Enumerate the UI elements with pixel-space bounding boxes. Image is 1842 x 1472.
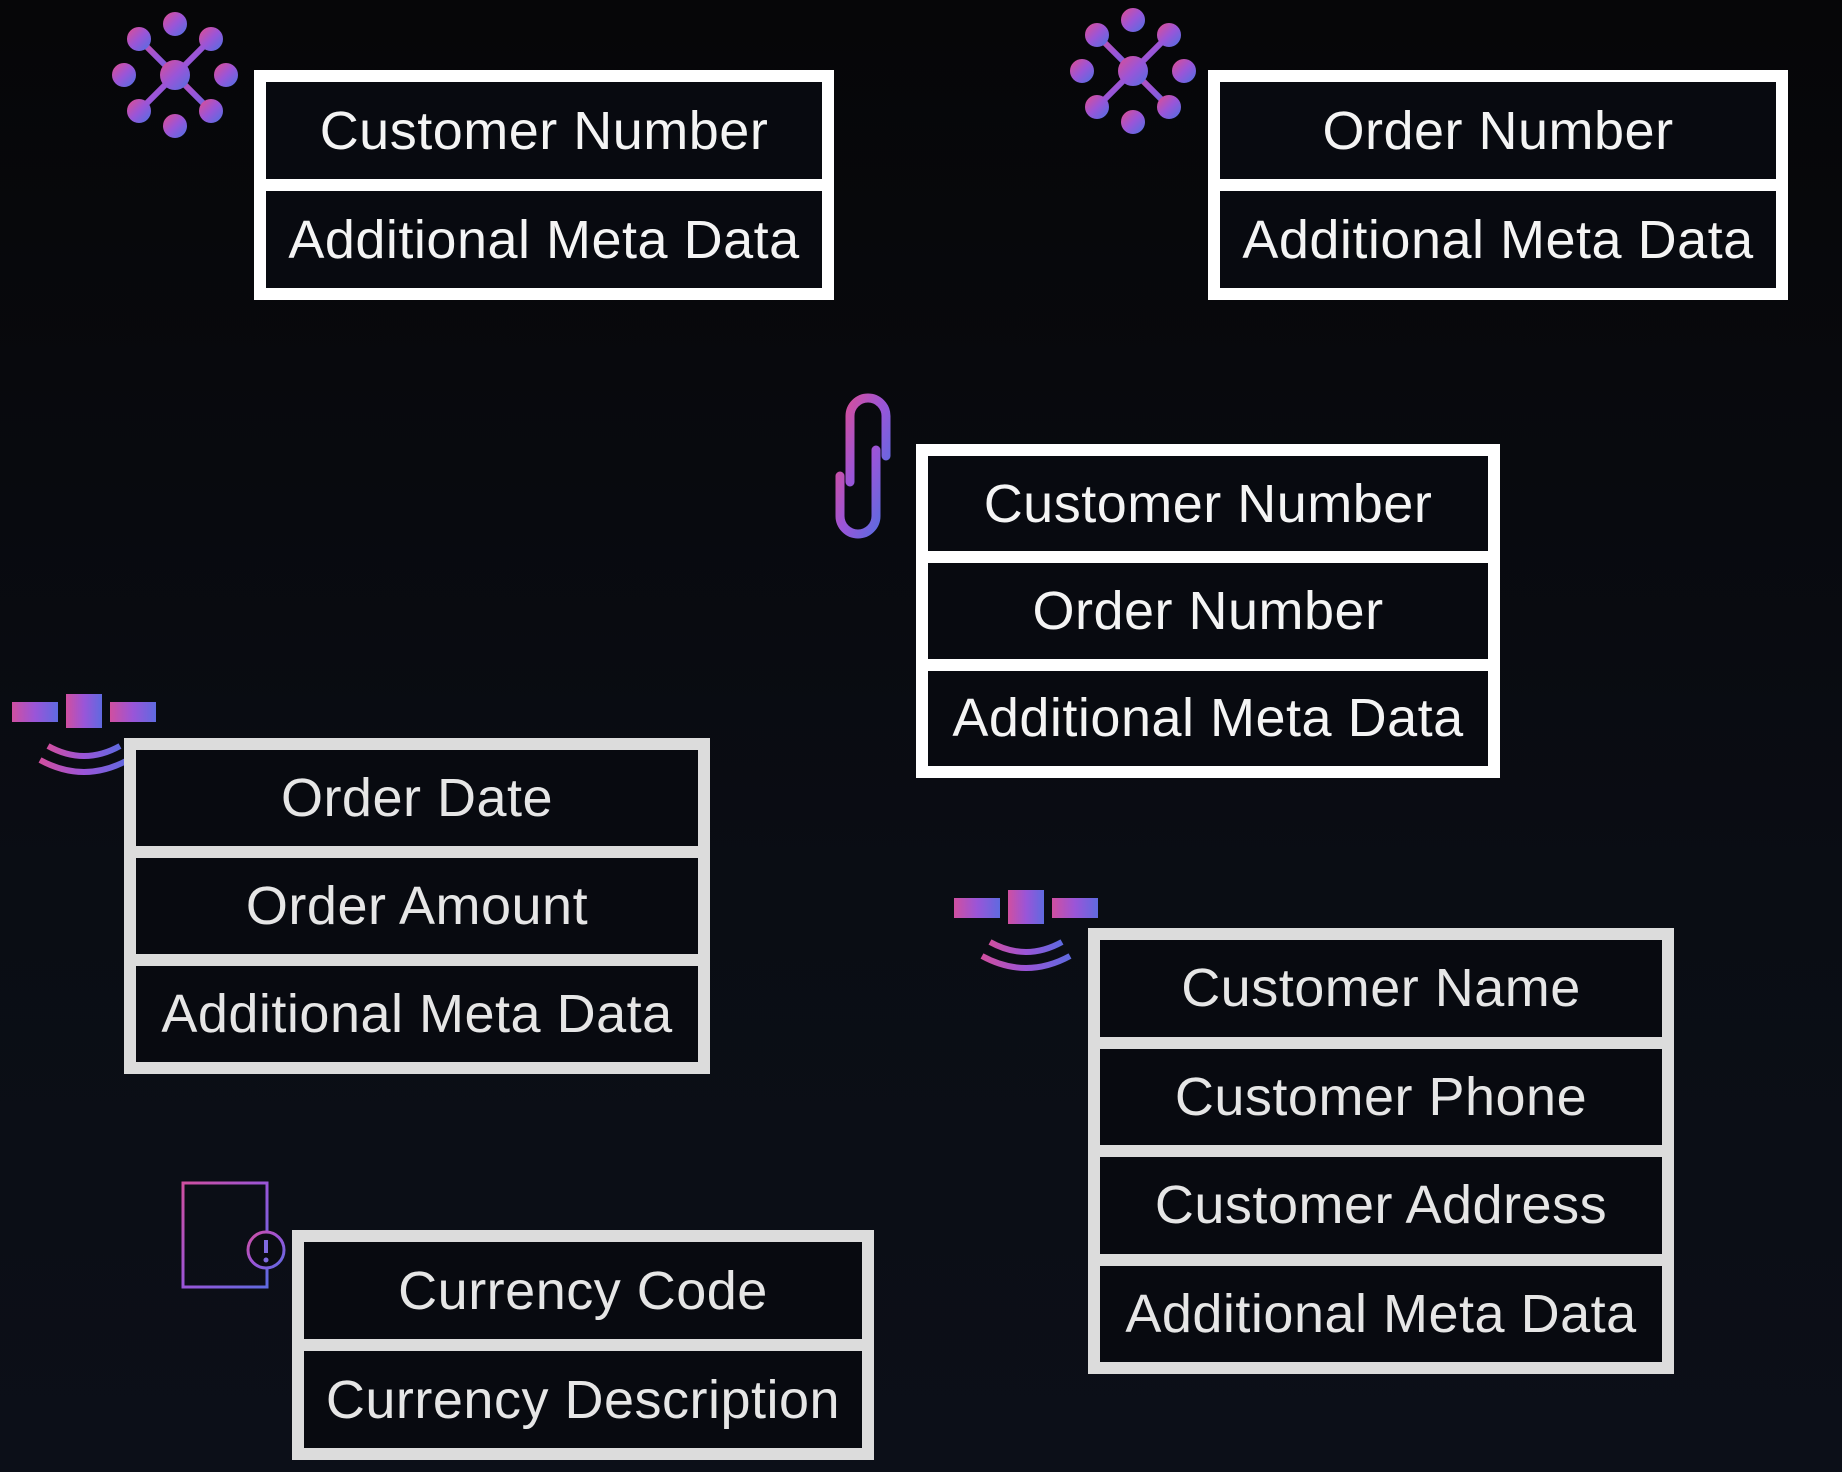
link-customer-order-table: Customer Number Order Number Additional … xyxy=(916,444,1500,778)
field-cell: Customer Address xyxy=(1100,1157,1662,1254)
field-cell: Additional Meta Data xyxy=(1100,1265,1662,1362)
field-cell: Customer Number xyxy=(266,82,822,179)
field-cell: Additional Meta Data xyxy=(266,191,822,288)
satellite-icon xyxy=(954,890,1098,971)
hub-icon xyxy=(112,12,238,138)
hub-customer-table: Customer Number Additional Meta Data xyxy=(254,70,834,300)
field-cell: Currency Description xyxy=(304,1351,862,1448)
field-cell: Order Date xyxy=(136,750,698,846)
field-cell: Customer Number xyxy=(928,456,1488,552)
field-cell: Additional Meta Data xyxy=(928,670,1488,766)
satellite-order-table: Order Date Order Amount Additional Meta … xyxy=(124,738,710,1074)
hub-order-table: Order Number Additional Meta Data xyxy=(1208,70,1788,300)
field-cell: Currency Code xyxy=(304,1242,862,1339)
satellite-icon xyxy=(12,694,156,775)
field-cell: Customer Phone xyxy=(1100,1048,1662,1145)
field-cell: Order Amount xyxy=(136,858,698,954)
reference-table-icon xyxy=(181,1181,286,1289)
field-cell: Order Number xyxy=(1220,82,1776,179)
field-cell: Additional Meta Data xyxy=(136,966,698,1062)
field-cell: Customer Name xyxy=(1100,940,1662,1037)
field-cell: Additional Meta Data xyxy=(1220,191,1776,288)
satellite-customer-table: Customer Name Customer Phone Customer Ad… xyxy=(1088,928,1674,1374)
field-cell: Order Number xyxy=(928,563,1488,659)
link-icon xyxy=(835,393,891,539)
hub-icon xyxy=(1070,8,1196,134)
reference-currency-table: Currency Code Currency Description xyxy=(292,1230,874,1460)
